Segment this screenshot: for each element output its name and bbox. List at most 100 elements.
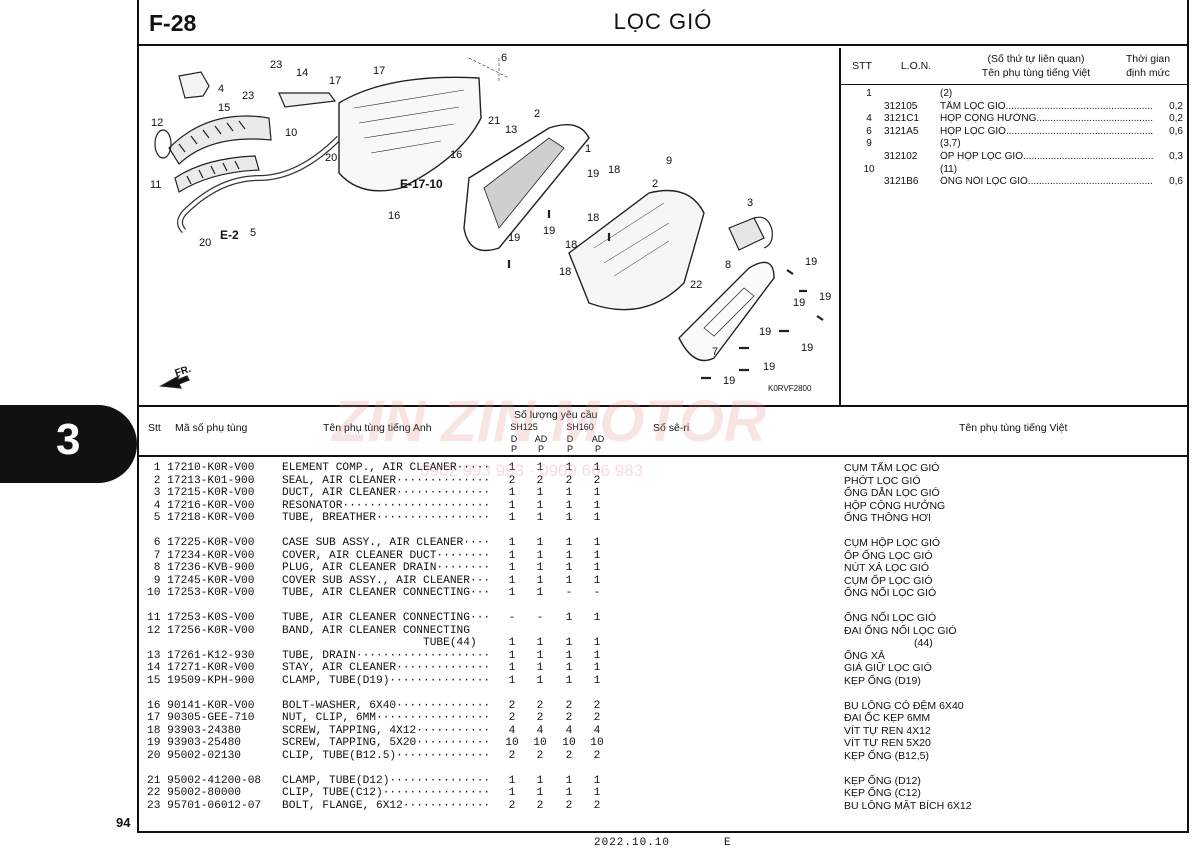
part-name-en: ELEMENT COMP., AIR CLEANER·······	[282, 462, 490, 474]
quantity: 1	[536, 587, 544, 599]
part-name-en: TUBE(44)	[282, 637, 477, 649]
quantity: 2	[593, 712, 601, 724]
quantity: 1	[593, 662, 601, 674]
callout-number: 10	[285, 127, 298, 139]
quantity: 1	[536, 549, 544, 562]
sub-col: D P	[566, 434, 574, 454]
labor-time: 0,3	[1153, 151, 1183, 163]
page-frame	[137, 0, 1189, 833]
cover-sub-assy-part	[568, 189, 705, 311]
quantity: 4	[508, 724, 516, 737]
quantity: 2	[536, 749, 544, 762]
labor-lon: 312105	[884, 100, 918, 112]
part-number: 22 95002-80000	[147, 787, 241, 799]
diagram-code: K0RVF2800	[768, 384, 812, 393]
labor-time: 0,2	[1153, 100, 1183, 113]
quantity: 1	[536, 462, 544, 474]
part-number: 10 17253-K0R-V00	[147, 587, 255, 599]
part-name-vi: CỤM ỐP LỌC GIÓ	[844, 574, 933, 587]
labor-stt: 4	[866, 113, 872, 125]
labor-lon: 3121B6	[884, 176, 919, 188]
callout-number: 19	[763, 361, 776, 373]
part-name-en: SEAL, AIR CLEANER··················	[282, 474, 490, 487]
quantity: 2	[536, 712, 544, 724]
part-name-en: NUT, CLIP, 6MM·····················	[282, 712, 490, 724]
callout-number: 9	[666, 155, 673, 167]
quantity: 1	[593, 787, 601, 799]
col-qty: Số lượng yêu cầu	[514, 409, 598, 421]
callout-number: 20	[199, 237, 212, 249]
part-number: 14 17271-K0R-V00	[147, 662, 255, 674]
ref-e-2: E-2	[220, 228, 239, 242]
callout-number: 19	[508, 232, 521, 244]
part-name-vi: ĐAI ỐNG NỐI LỌC GIÓ	[844, 624, 957, 637]
callout-number: 20	[325, 152, 338, 164]
page-number: 94	[116, 815, 131, 830]
callout-number: 13	[505, 124, 518, 136]
part-name-en: BOLT-WASHER, 6X40··················	[282, 699, 490, 712]
part-name-vi: KẸP ỐNG (D19)	[844, 674, 921, 687]
quantity: 1	[508, 562, 516, 574]
part-name-vi: KẸP ỐNG (C12)	[844, 787, 921, 799]
quantity: 1	[565, 649, 573, 662]
quantity: 2	[536, 699, 544, 712]
labor-stt: 10	[863, 163, 875, 175]
quantity: 1	[593, 612, 601, 624]
part-name-en: STAY, AIR CLEANER··················	[282, 662, 490, 674]
quantity: 1	[593, 574, 601, 587]
callout-number: 19	[793, 297, 806, 309]
table-row: 2 17213-K01-900 SEAL, AIR CLEANER········…	[139, 475, 1187, 488]
air-duct-part	[728, 217, 765, 251]
col-related: (Số thứ tự liên quan)	[987, 53, 1085, 65]
callout-number: 18	[608, 164, 621, 176]
duct-cover-part	[678, 261, 775, 362]
case-part	[338, 76, 482, 192]
part-name-vi: NÚT XẢ LỌC GIÓ	[844, 562, 929, 574]
part-name-vi: BU LÔNG MẶT BÍCH 6X12	[844, 799, 972, 812]
part-number: 13 17261-K12-930	[147, 649, 255, 662]
part-name-vi: VÍT TỰ REN 4X12	[844, 724, 931, 737]
callout-number: 17	[373, 65, 386, 77]
part-name-en: CLAMP, TUBE(D12)···················	[282, 774, 490, 787]
callout-number: 19	[805, 256, 818, 268]
quantity: 1	[565, 574, 573, 587]
quantity: 1	[536, 574, 544, 587]
quantity: -	[508, 612, 516, 624]
col-stt: Stt	[148, 422, 161, 434]
quantity: 4	[565, 724, 573, 737]
quantity: 2	[565, 699, 573, 712]
quantity: 1	[565, 774, 573, 787]
quantity: 1	[593, 512, 601, 524]
quantity: 1	[536, 499, 544, 512]
quantity: 1	[565, 612, 573, 624]
quantity: 1	[593, 649, 601, 662]
quantity: 1	[565, 787, 573, 799]
quantity: 1	[565, 637, 573, 649]
labor-name: (11)	[940, 163, 958, 175]
callout-number: 12	[151, 117, 164, 129]
quantity: 10	[562, 737, 576, 749]
quantity: 2	[565, 474, 573, 487]
part-number: 5 17218-K0R-V00	[147, 512, 255, 524]
part-number: 2 17213-K01-900	[147, 474, 255, 487]
quantity: 1	[536, 512, 544, 524]
quantity: 2	[508, 699, 516, 712]
divider	[841, 84, 1187, 85]
callout-number: 6	[501, 52, 508, 64]
quantity: 10	[590, 737, 604, 749]
quantity: 1	[536, 674, 544, 687]
section-tab: 3	[0, 405, 137, 483]
quantity: 1	[508, 774, 516, 787]
part-number: 3 17215-K0R-V00	[147, 487, 255, 499]
